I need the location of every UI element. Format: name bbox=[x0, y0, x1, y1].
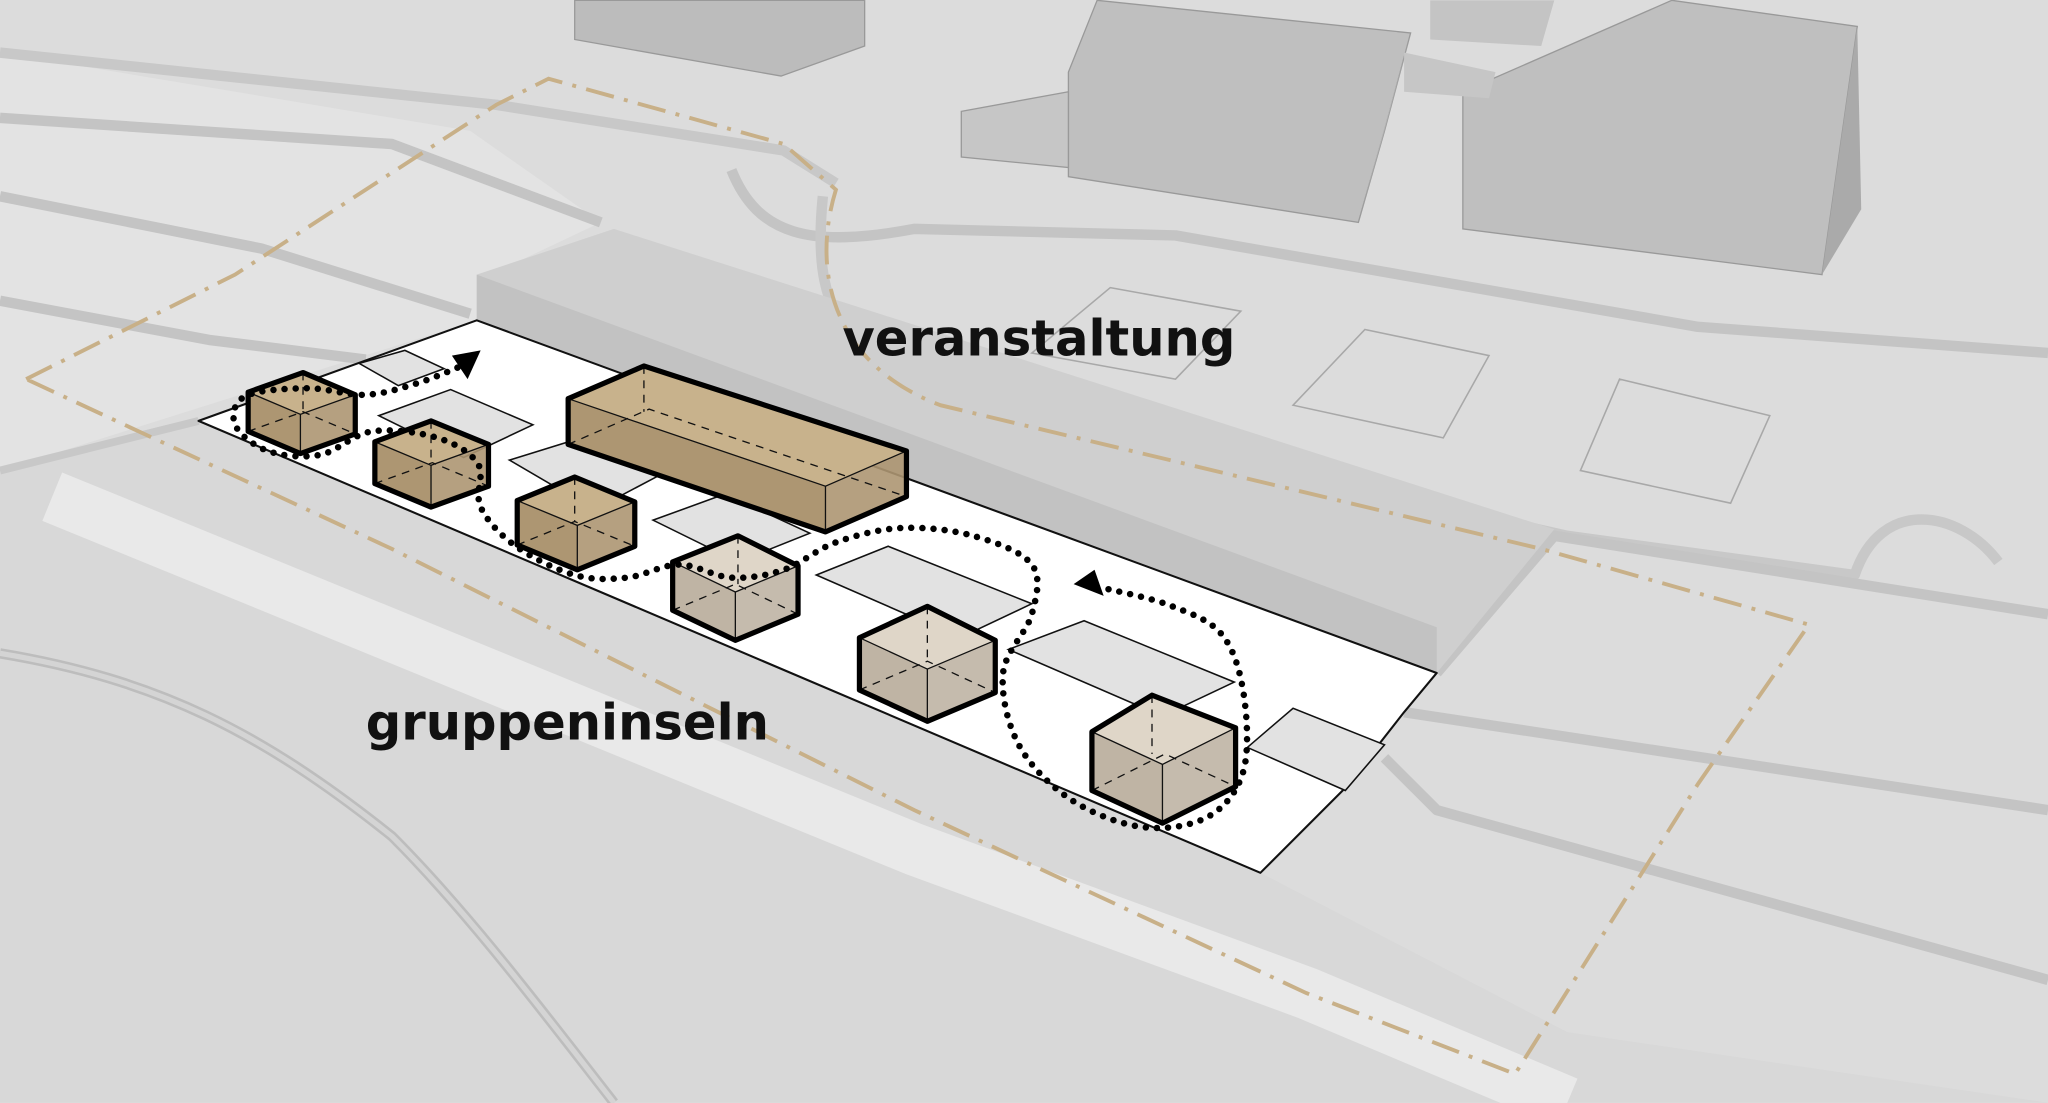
cube-left-face bbox=[859, 637, 928, 722]
pavilion-6 bbox=[1089, 692, 1239, 826]
label-veranstaltung: veranstaltung bbox=[842, 310, 1235, 368]
cube-left-face bbox=[374, 441, 432, 508]
route-arrow-left-icon bbox=[451, 350, 481, 380]
cube-left-face bbox=[248, 392, 301, 454]
pavilion-3 bbox=[514, 474, 638, 573]
cube-left-face bbox=[517, 500, 578, 570]
cube-right-face bbox=[825, 450, 907, 532]
route-arrow-right-icon bbox=[1073, 569, 1104, 596]
hidden-edge bbox=[567, 408, 907, 498]
cube-left-face bbox=[568, 398, 826, 532]
cube-right-face bbox=[1162, 727, 1236, 824]
hidden-edge bbox=[374, 461, 489, 487]
event-hall bbox=[565, 363, 910, 535]
retaining-wall bbox=[476, 228, 1555, 673]
hidden-edge bbox=[1091, 753, 1236, 792]
cube-left-face bbox=[672, 561, 736, 641]
wall-face bbox=[476, 274, 1437, 673]
existing-buildings bbox=[574, 0, 1862, 276]
cube-outline bbox=[514, 474, 638, 573]
cube-outline bbox=[372, 418, 492, 510]
label-gruppeninseln: gruppeninseln bbox=[366, 694, 769, 752]
cube-outline bbox=[1089, 692, 1239, 826]
pavilion-5 bbox=[856, 603, 998, 724]
site-boundary-line bbox=[25, 76, 1813, 1077]
hidden-edge bbox=[859, 660, 996, 694]
plot-outlines bbox=[357, 349, 1386, 792]
cube-right-face bbox=[735, 565, 799, 641]
cube-left-face bbox=[1091, 731, 1163, 824]
parking-markings bbox=[1030, 286, 1771, 505]
cube-top bbox=[568, 366, 907, 487]
cube-outline bbox=[565, 363, 910, 535]
cube-right-face bbox=[927, 640, 996, 722]
cube-outline bbox=[670, 533, 801, 643]
dotted-route bbox=[230, 360, 1251, 832]
pavilions bbox=[245, 363, 1239, 826]
cube-outline bbox=[856, 603, 998, 724]
pavilion-1 bbox=[245, 369, 358, 457]
hidden-edge bbox=[247, 411, 356, 435]
cube-right-face bbox=[577, 501, 635, 570]
